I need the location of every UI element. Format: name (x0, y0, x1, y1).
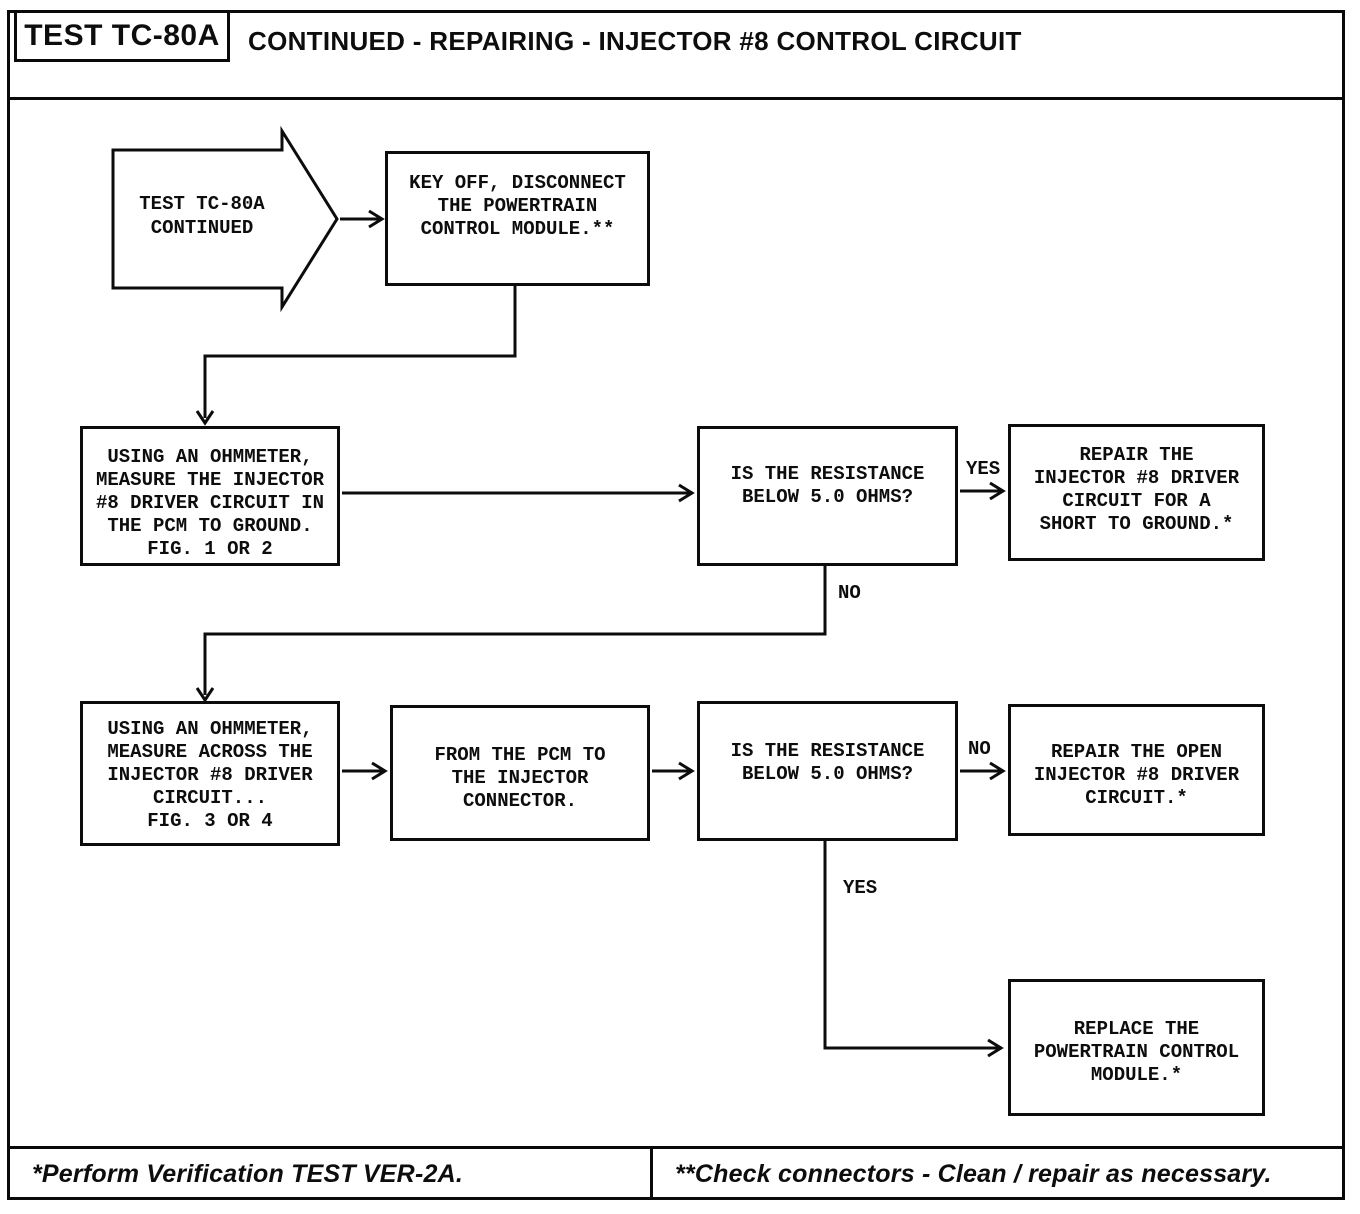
page-title: CONTINUED - REPAIRING - INJECTOR #8 CONT… (248, 26, 1022, 56)
node-measure-across-driver: USING AN OHMMETER, MEASURE ACROSS THE IN… (80, 701, 340, 846)
node-key-off: KEY OFF, DISCONNECT THE POWERTRAIN CONTR… (385, 151, 650, 286)
no-label-bottom: NO (968, 738, 991, 760)
connector-start-to-keyoff (340, 209, 385, 229)
node-measure-pcm-ground: USING AN OHMMETER, MEASURE THE INJECTOR … (80, 426, 340, 566)
connector-measure2-to-pcm (342, 761, 388, 781)
footnote-right: **Check connectors - Clean / repair as n… (675, 1159, 1272, 1188)
node-resistance-check-2: IS THE RESISTANCE BELOW 5.0 OHMS? (697, 701, 958, 841)
connector-yes-to-replace-pcm (823, 841, 1004, 1058)
node-resistance-check-1: IS THE RESISTANCE BELOW 5.0 OHMS? (697, 426, 958, 566)
node-pcm-to-injector: FROM THE PCM TO THE INJECTOR CONNECTOR. (390, 705, 650, 841)
yes-label-bottom: YES (843, 877, 878, 899)
connector-no-to-measure2 (195, 566, 827, 703)
connector-yes-to-repair-short (960, 481, 1006, 501)
no-label-top: NO (838, 582, 861, 604)
flow-connectors (111, 125, 1006, 1058)
footnote-divider (650, 1149, 653, 1199)
node-repair-short: REPAIR THE INJECTOR #8 DRIVER CIRCUIT FO… (1008, 424, 1265, 561)
connector-no-to-repair-open (960, 761, 1006, 781)
yes-label-top: YES (966, 458, 1001, 480)
connector-keyoff-to-measure1 (195, 286, 517, 426)
start-node: TEST TC-80A CONTINUED (139, 193, 265, 239)
connector-measure1-to-check1 (342, 483, 695, 503)
test-id-box: TEST TC-80A (14, 10, 230, 62)
manual-page: TEST TC-80A CONTINUED - REPAIRING - INJE… (7, 10, 1345, 1200)
footnote-bar: *Perform Verification TEST VER-2A. **Che… (10, 1146, 1342, 1199)
page-header: TEST TC-80A CONTINUED - REPAIRING - INJE… (10, 10, 1342, 100)
connector-pcm-to-check2 (652, 761, 695, 781)
start-arrow-shape (111, 125, 339, 313)
flowchart-area: TEST TC-80A CONTINUED KEY OFF, DISCONNEC… (10, 100, 1342, 1146)
footnote-left: *Perform Verification TEST VER-2A. (32, 1159, 463, 1188)
test-id-label: TEST TC-80A (24, 19, 220, 52)
node-replace-pcm: REPLACE THE POWERTRAIN CONTROL MODULE.* (1008, 979, 1265, 1116)
node-repair-open: REPAIR THE OPEN INJECTOR #8 DRIVER CIRCU… (1008, 704, 1265, 836)
